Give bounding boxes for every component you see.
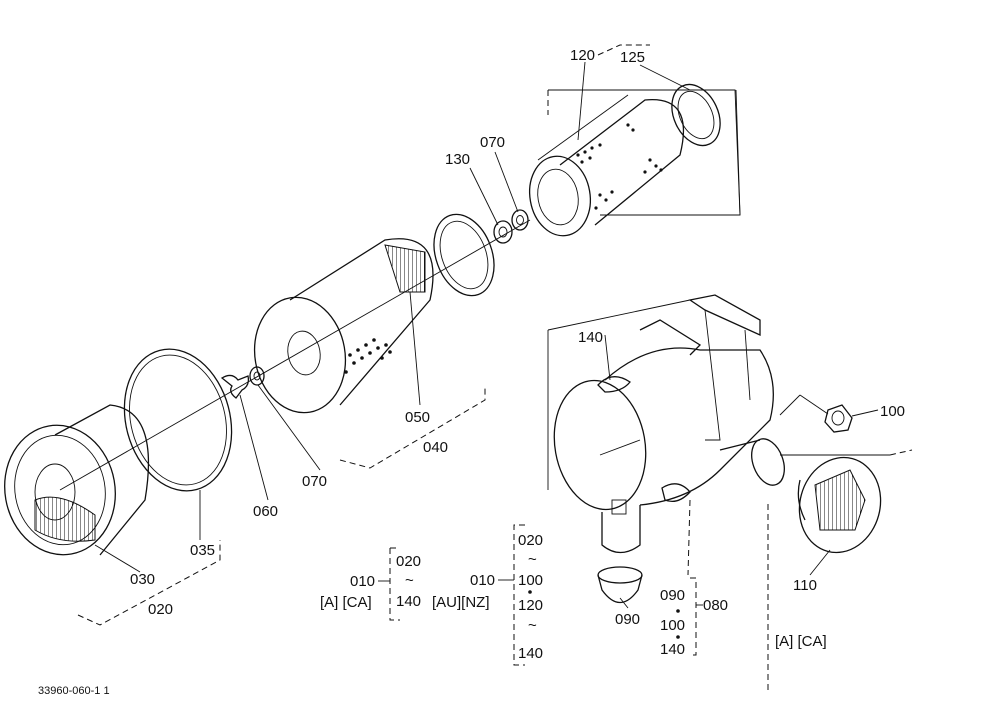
nut-130 <box>493 220 513 244</box>
legend-b-tilde1: ~ <box>528 551 537 568</box>
legend-b-mid1: 100 <box>518 572 543 589</box>
callout-090: 090 <box>615 611 640 628</box>
legend-a-top: 020 <box>396 553 421 570</box>
washer-070-lower <box>249 366 265 386</box>
callout-100: 100 <box>880 403 905 420</box>
callout-040: 040 <box>423 439 448 456</box>
callout-020: 020 <box>148 601 173 618</box>
air-cleaner-body <box>553 294 785 554</box>
callout-110: 110 <box>793 577 817 594</box>
washer-070-upper <box>511 209 529 231</box>
legend-b-left: 010 <box>470 572 495 589</box>
legend-a-left: 010 <box>350 573 375 590</box>
footer-drawing-code: 33960-060-1 1 <box>38 685 110 697</box>
leader-lines <box>94 61 879 609</box>
callout-035: 035 <box>190 542 215 559</box>
legend-group-b: 020 ~ 010 100 120 ~ 140 [AU][NZ] <box>432 524 543 666</box>
pre-cleaner-110 <box>797 456 882 554</box>
safety-element-120 <box>529 94 685 237</box>
callout-070-upper: 070 <box>480 134 505 151</box>
indicator-100 <box>824 404 853 433</box>
callout-125: 125 <box>620 49 645 66</box>
gasket-035 <box>123 348 233 492</box>
market-label-right: [A] [CA] <box>775 633 827 650</box>
cover-030 <box>4 404 150 556</box>
legend-c-bottom: 140 <box>660 641 685 658</box>
callout-060: 060 <box>253 503 278 520</box>
callout-120: 120 <box>570 47 595 64</box>
assembly-guide-lines <box>59 89 913 491</box>
callout-030: 030 <box>130 571 155 588</box>
o-ring-middle <box>433 213 495 297</box>
legend-a-market: [A] [CA] <box>320 594 372 611</box>
legend-a-bottom: 140 <box>396 593 421 610</box>
legend-c-top: 090 <box>660 587 685 604</box>
callout-140: 140 <box>578 329 603 346</box>
legend-group-c: 090 080 100 140 <box>660 577 728 658</box>
wing-nut-060 <box>220 374 250 399</box>
callout-050: 050 <box>405 409 430 426</box>
callout-labels: 120 125 070 130 050 040 070 060 035 030 … <box>130 47 905 628</box>
o-ring-125 <box>671 83 721 147</box>
callout-070-lower: 070 <box>302 473 327 490</box>
legend-b-market: [AU][NZ] <box>432 594 490 611</box>
legend-b-bottom: 140 <box>518 645 543 662</box>
legend-c-right: 080 <box>703 597 728 614</box>
legend-b-top: 020 <box>518 532 543 549</box>
clamp-140 <box>597 376 691 503</box>
callout-130: 130 <box>445 151 470 168</box>
legend-c-mid: 100 <box>660 617 685 634</box>
legend-group-a: 020 ~ 010 140 [A] [CA] <box>320 547 421 621</box>
evacuator-valve-090 <box>597 566 643 604</box>
legend-a-tilde: ~ <box>405 572 414 589</box>
dashed-brackets <box>77 44 769 690</box>
legend-b-mid2: 120 <box>518 597 543 614</box>
legend-b-tilde2: ~ <box>528 617 537 634</box>
primary-element-050 <box>253 238 434 414</box>
